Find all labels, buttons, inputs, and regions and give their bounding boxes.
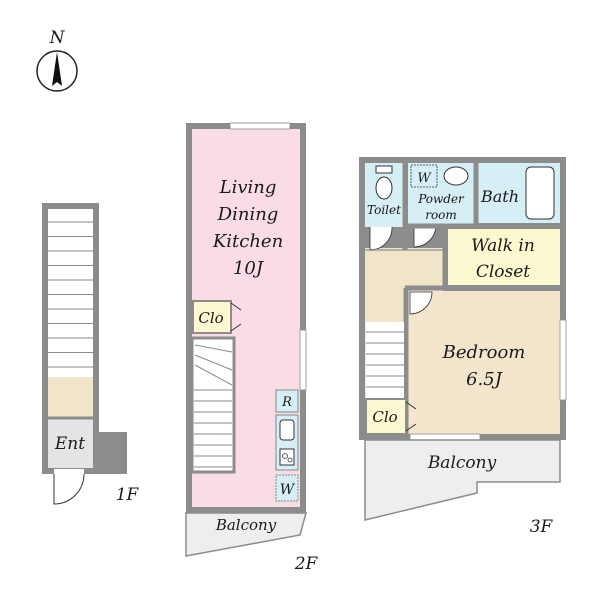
f2-floor-label: 2F — [294, 554, 319, 574]
f1-landing — [48, 377, 93, 418]
bath-label: Bath — [480, 187, 519, 206]
f3-floor-label: 3F — [530, 517, 554, 537]
wic-label-line2: Closet — [476, 262, 530, 282]
entrance-door-opening — [54, 469, 84, 475]
fridge-label: R — [281, 395, 292, 410]
f2-closet — [192, 300, 232, 334]
f3-balcony — [364, 439, 561, 521]
compass-needle-icon — [52, 52, 62, 86]
floor-3f: Toilet W Powder room Bath Walk in Closet… — [359, 157, 567, 537]
compass: N — [36, 28, 78, 92]
bedroom-size-label: 6.5J — [466, 369, 504, 390]
powder-label-line2: room — [425, 208, 457, 222]
burner-icon — [287, 457, 293, 463]
fridge-box — [275, 389, 299, 413]
f2-right-window — [299, 329, 307, 391]
f3-closet — [365, 398, 407, 435]
entrance-door-swing — [53, 473, 85, 505]
f3-balcony-label: Balcony — [427, 453, 497, 473]
f2-balcony — [185, 512, 307, 557]
powder-door-icon — [413, 224, 437, 248]
ldk-label-dining: Dining — [217, 204, 279, 225]
powder-label-line1: Powder — [417, 192, 465, 206]
compass-north-label: N — [49, 28, 66, 48]
f1-stair-area — [48, 209, 93, 377]
f3-bottom-window — [409, 433, 481, 441]
floor-2f: Clo R W Living Dining Kitchen 10J Balcon… — [185, 122, 319, 574]
bedroom-door-icon — [409, 291, 433, 315]
floor-1f: Ent 1F — [42, 203, 140, 505]
f2-top-window — [229, 122, 291, 130]
f2-washer-label: W — [280, 482, 296, 498]
ldk-label-kitchen: Kitchen — [212, 231, 283, 252]
wic-label-line1: Walk in — [471, 236, 535, 256]
f1-entrance-label: Ent — [54, 434, 85, 454]
f1-side-block — [99, 432, 127, 474]
f1-entrance-floor — [48, 418, 93, 468]
f3-stair-area — [366, 322, 404, 398]
f1-staircase — [48, 221, 93, 368]
washbasin-icon — [443, 166, 469, 186]
f3-closet-label: Clo — [372, 408, 397, 426]
f3-bedroom-window — [559, 319, 567, 401]
f2-stair-wall — [190, 336, 236, 474]
bathtub-icon — [525, 166, 555, 220]
f2-closet-door-icon — [230, 302, 242, 332]
f2-staircase — [194, 389, 232, 468]
ldk-label-living: Living — [219, 177, 277, 198]
f3-staircase — [366, 331, 404, 388]
toilet-bowl-icon — [375, 176, 393, 200]
f3-closet-door-icon — [405, 401, 417, 432]
ldk-size-label: 10J — [233, 258, 265, 279]
f3-washer-box — [410, 164, 438, 188]
f3-bedroom — [409, 291, 560, 434]
toilet-tank-icon — [375, 165, 393, 174]
toilet-label: Toilet — [367, 203, 401, 217]
f2-stair-turn — [194, 344, 233, 386]
burner-icon — [282, 453, 288, 459]
f3-washer-label: W — [417, 171, 432, 186]
bedroom-label: Bedroom — [442, 342, 526, 363]
f1-floor-label: 1F — [116, 485, 140, 505]
sink-icon — [279, 419, 295, 441]
f2-balcony-label: Balcony — [215, 516, 277, 534]
f3-walk-in-closet — [448, 229, 560, 285]
washer-box — [275, 474, 299, 502]
f2-closet-label: Clo — [198, 309, 223, 327]
